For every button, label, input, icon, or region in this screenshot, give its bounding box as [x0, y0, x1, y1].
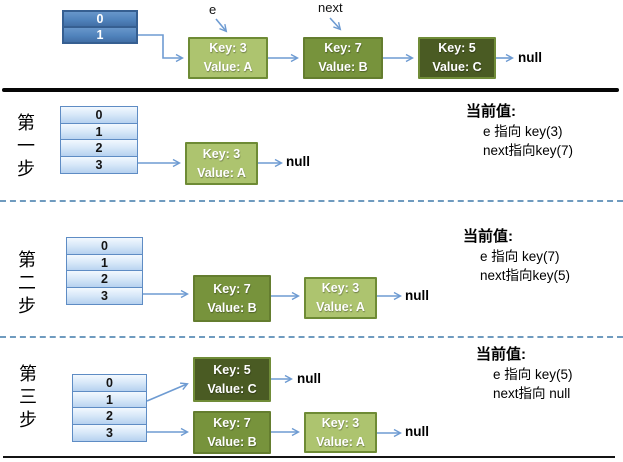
- status-line-next: next指向 null: [493, 386, 571, 401]
- step1-label: 第一步: [17, 113, 35, 179]
- bucket-cell: 1: [62, 26, 138, 44]
- list-node-key3: Key: 3 Value: A: [188, 37, 268, 79]
- pointer-label-next: next: [318, 0, 343, 15]
- node-key-text: Key: 3: [321, 281, 360, 296]
- list-node-key3: Key: 3 Value: A: [185, 142, 258, 185]
- status-block-step1: 当前值: e 指向 key(3) next指向key(7): [466, 102, 573, 160]
- bucket-cell: 0: [66, 237, 143, 255]
- status-title: 当前值:: [466, 103, 516, 120]
- bucket-cell: 0: [72, 374, 147, 392]
- bucket-cell: 0: [60, 106, 138, 124]
- arrow-step3-array-to-key5: [146, 382, 189, 402]
- node-value-text: Value: B: [318, 60, 368, 74]
- node-key-text: Key: 5: [213, 362, 251, 377]
- arrow-next-pointer: [329, 17, 342, 31]
- node-key-text: Key: 3: [202, 146, 241, 161]
- step3-label: 第三步: [19, 364, 37, 430]
- bucket-cell: 1: [66, 253, 143, 272]
- bucket-array-step1: 0 1 2 3: [60, 106, 138, 174]
- arrow-e-pointer: [215, 18, 228, 33]
- node-key-text: Key: 7: [213, 415, 251, 430]
- node-key-text: Key: 7: [213, 281, 251, 296]
- status-block-step2: 当前值: e 指向 key(7) next指向key(5): [463, 227, 570, 285]
- bucket-cell: 3: [72, 423, 147, 442]
- bucket-array-initial: 0 1: [62, 10, 138, 44]
- list-node-key5: Key: 5 Value: C: [193, 357, 271, 402]
- node-key-text: Key: 3: [209, 41, 247, 56]
- status-title: 当前值:: [463, 228, 513, 245]
- node-key-text: Key: 7: [324, 41, 362, 56]
- status-title: 当前值:: [476, 346, 526, 363]
- node-value-text: Value: B: [207, 300, 257, 315]
- list-node-key5: Key: 5 Value: C: [418, 37, 496, 79]
- node-value-text: Value: A: [197, 165, 246, 180]
- bucket-cell: 1: [72, 390, 147, 409]
- null-label: null: [297, 371, 321, 386]
- status-line-e: e 指向 key(7): [480, 249, 560, 264]
- step2-label: 第二步: [18, 250, 36, 316]
- section-separator-dashed: [0, 200, 623, 202]
- null-label: null: [405, 424, 429, 439]
- list-node-key7: Key: 7 Value: B: [303, 37, 383, 79]
- node-key-text: Key: 3: [321, 415, 360, 430]
- status-line-e: e 指向 key(3): [483, 124, 563, 139]
- bucket-cell: 1: [60, 122, 138, 141]
- node-value-text: Value: A: [203, 60, 253, 74]
- bucket-cell: 2: [72, 407, 147, 425]
- bucket-cell: 2: [60, 139, 138, 157]
- bucket-cell: 3: [66, 286, 143, 305]
- list-node-key3: Key: 3 Value: A: [304, 412, 377, 453]
- null-label: null: [405, 288, 429, 303]
- null-label: null: [518, 50, 542, 65]
- node-value-text: Value: B: [207, 434, 257, 449]
- status-line-e: e 指向 key(5): [493, 367, 573, 382]
- status-block-step3: 当前值: e 指向 key(5) next指向 null: [476, 345, 573, 403]
- list-node-key7: Key: 7 Value: B: [193, 275, 271, 322]
- arrow-array1-to-key3: [138, 34, 184, 63]
- list-node-key7: Key: 7 Value: B: [193, 411, 271, 454]
- node-value-text: Value: C: [207, 381, 257, 396]
- section-separator-dashed: [0, 336, 623, 338]
- bucket-cell: 3: [60, 155, 138, 174]
- node-key-text: Key: 5: [438, 41, 476, 56]
- null-label: null: [286, 154, 310, 169]
- node-value-text: Value: C: [432, 60, 482, 74]
- status-line-next: next指向key(5): [480, 268, 571, 283]
- list-node-key3: Key: 3 Value: A: [304, 277, 377, 319]
- bucket-cell: 2: [66, 270, 143, 288]
- status-line-next: next指向key(7): [483, 143, 574, 158]
- pointer-label-e: e: [209, 2, 217, 17]
- node-value-text: Value: A: [316, 434, 365, 449]
- bucket-array-step3: 0 1 2 3: [72, 374, 147, 442]
- section-separator-solid: [2, 88, 619, 92]
- node-value-text: Value: A: [316, 300, 365, 314]
- bucket-array-step2: 0 1 2 3: [66, 237, 143, 305]
- bottom-border-line: [3, 456, 615, 458]
